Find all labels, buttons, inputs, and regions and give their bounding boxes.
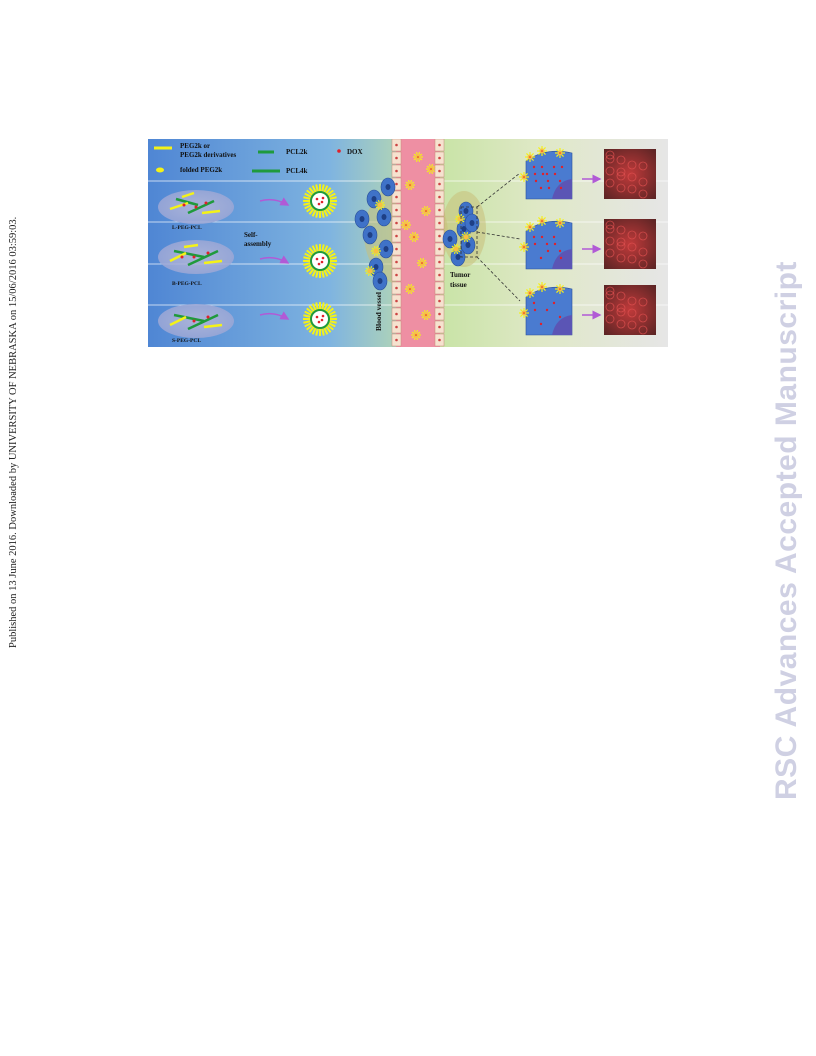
tumor-tissue-label-1: Tumor xyxy=(450,271,470,279)
polymer-l-peg-pcl: L-PEG-PCL xyxy=(158,190,234,231)
dox-legend-swatch xyxy=(337,149,341,153)
cell-panels xyxy=(519,146,656,336)
pcl4k-legend-label: PCL4k xyxy=(286,167,308,175)
micelle xyxy=(303,244,337,278)
micelles xyxy=(303,184,337,336)
blood-vessel: Blood vessel xyxy=(374,139,445,347)
zoom-leader xyxy=(476,172,521,208)
dox-legend-label: DOX xyxy=(347,148,363,156)
zoom-leader xyxy=(476,256,521,302)
tumor-tissue-label-2: tissue xyxy=(450,281,467,289)
polymer-label: S-PEG-PCL xyxy=(172,338,201,344)
polymer-b-peg-pcl: B-PEG-PCL xyxy=(158,240,234,287)
assembly-arrow xyxy=(259,255,290,264)
polymer-s-peg-pcl: S-PEG-PCL xyxy=(158,304,234,344)
polymer-label: B-PEG-PCL xyxy=(172,281,202,287)
assembly-arrow xyxy=(259,197,290,206)
uptake-panel xyxy=(519,282,656,336)
uptake-panel xyxy=(519,146,656,200)
self-assembly-label-1: Self- xyxy=(244,231,258,239)
schematic-figure: PEG2k or PEG2k derivatives folded PEG2k … xyxy=(148,139,668,347)
peg-legend-label-2: PEG2k derivatives xyxy=(180,151,236,159)
legend: PEG2k or PEG2k derivatives folded PEG2k … xyxy=(154,142,363,175)
assembly-arrow xyxy=(259,311,290,320)
zoom-leader xyxy=(476,231,521,240)
tumor-cells xyxy=(354,177,480,291)
folded-peg-legend-swatch xyxy=(156,167,164,173)
peg-legend-label-1: PEG2k or xyxy=(180,142,210,150)
figure-canvas: PEG2k or PEG2k derivatives folded PEG2k … xyxy=(148,139,668,347)
pcl2k-legend-label: PCL2k xyxy=(286,148,308,156)
micelle xyxy=(303,302,337,336)
blood-vessel-label: Blood vessel xyxy=(374,292,383,331)
accepted-manuscript-watermark: RSC Advances Accepted Manuscript xyxy=(770,261,803,800)
self-assembly-label-2: assembly xyxy=(244,240,272,248)
folded-peg-legend-label: folded PEG2k xyxy=(180,166,222,174)
publication-note: Published on 13 June 2016. Downloaded by… xyxy=(8,216,19,648)
uptake-panel xyxy=(519,216,656,270)
polymer-label: L-PEG-PCL xyxy=(172,225,202,231)
micelle xyxy=(303,184,337,218)
